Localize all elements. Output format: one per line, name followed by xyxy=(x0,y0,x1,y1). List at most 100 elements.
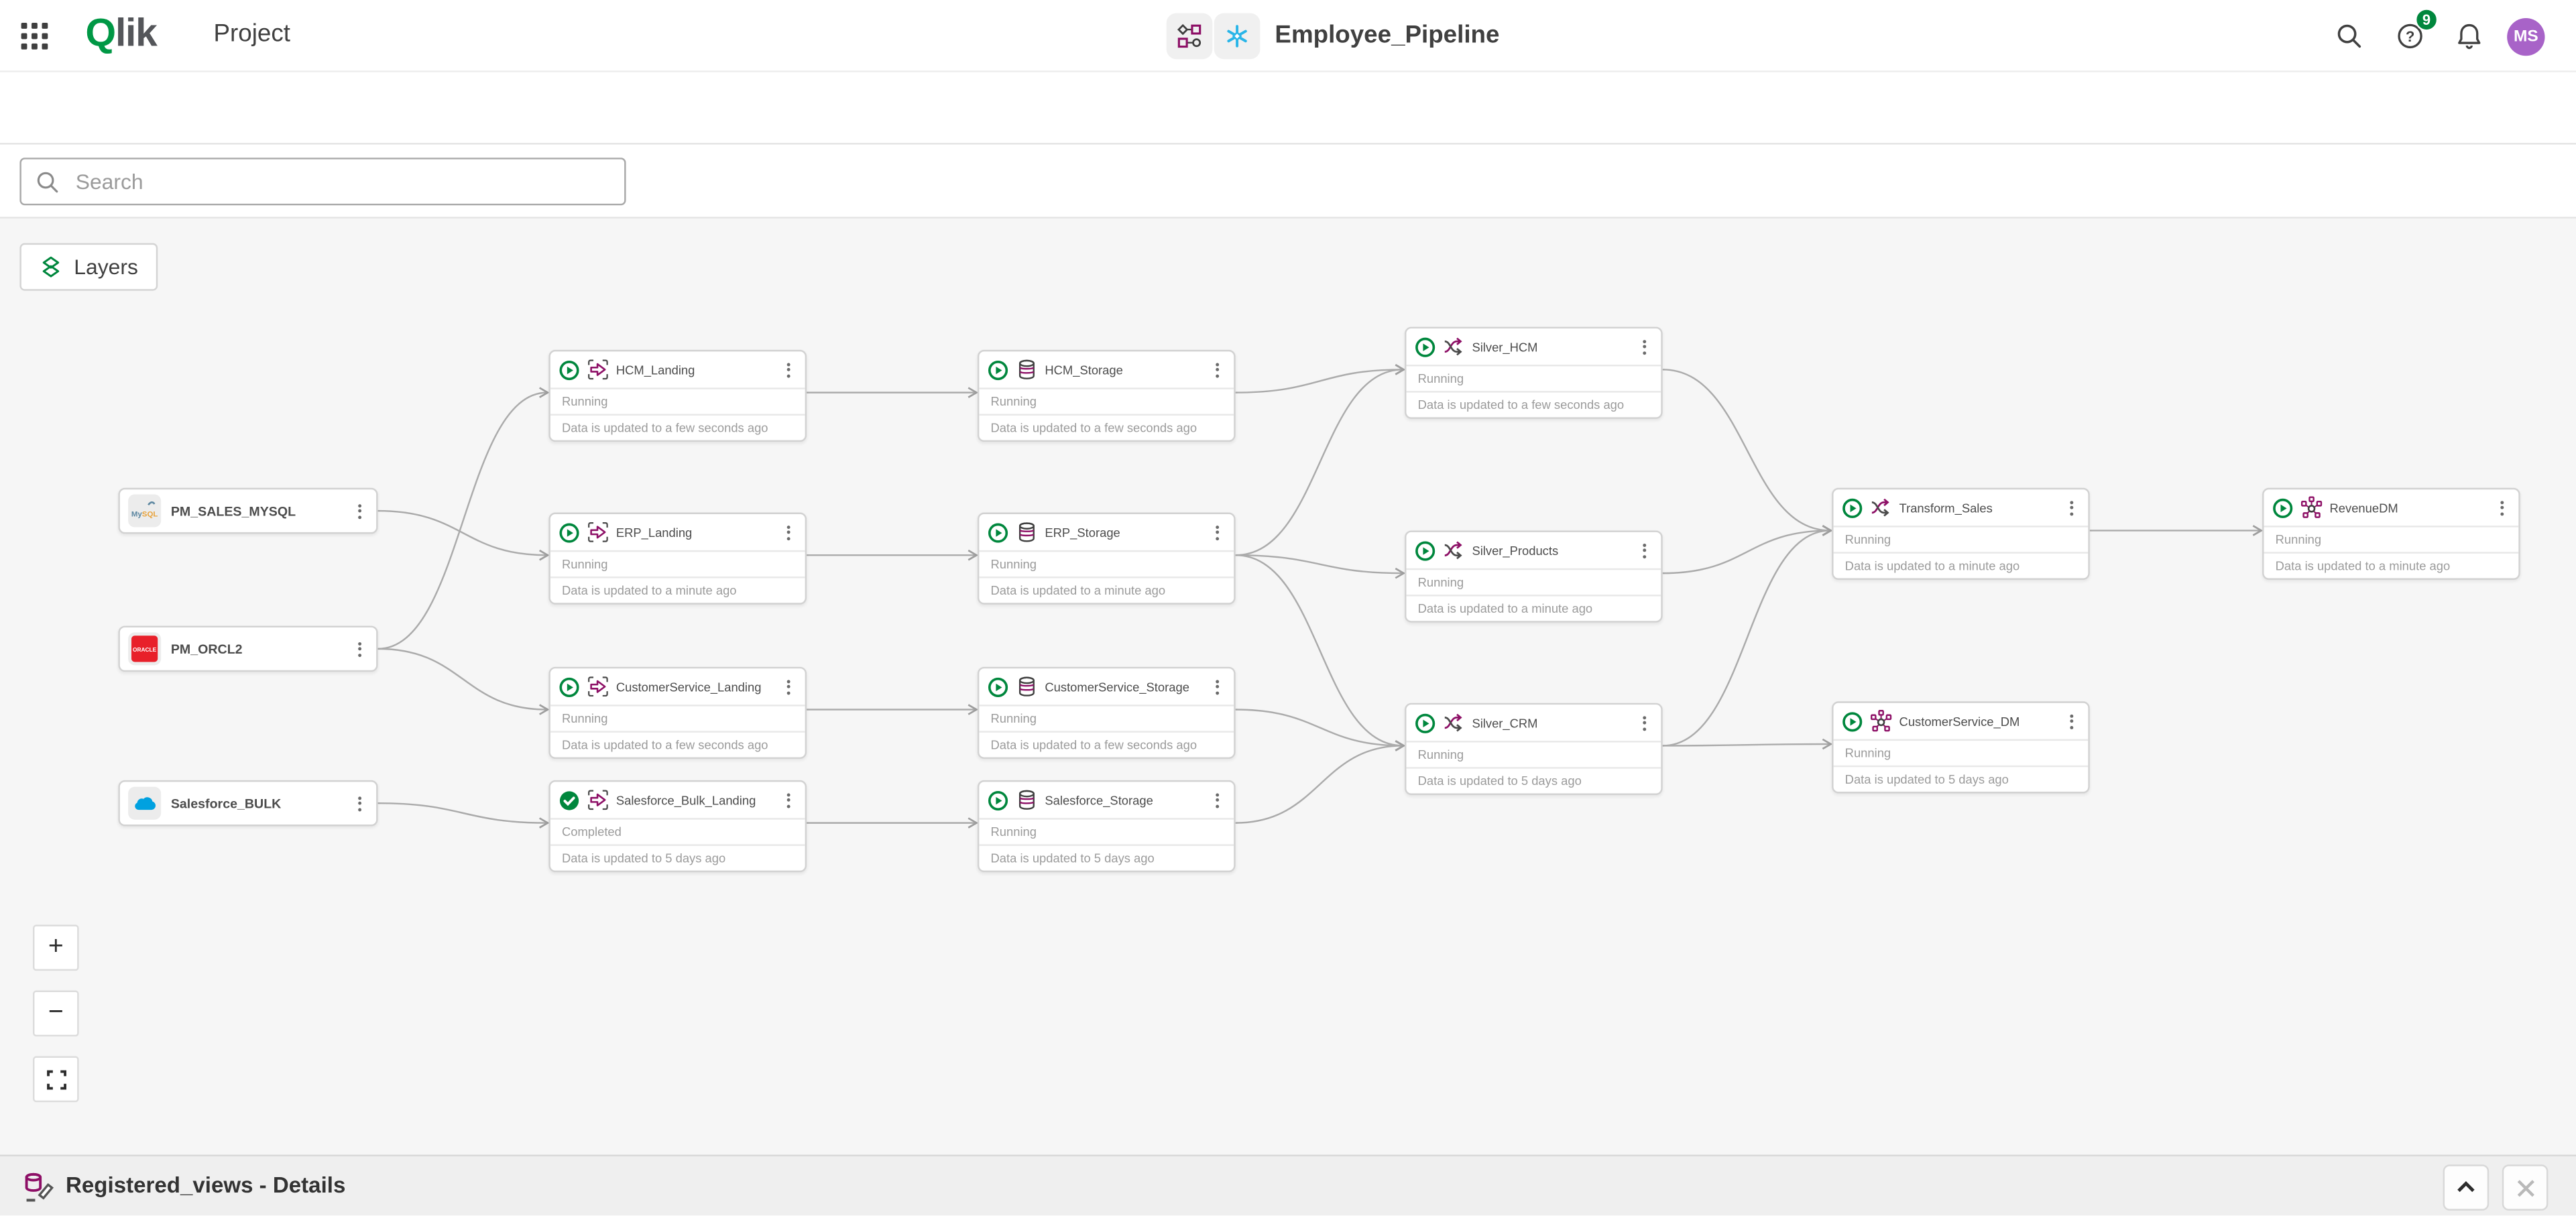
kebab-menu-icon[interactable] xyxy=(1636,335,1653,359)
layers-button[interactable]: Layers xyxy=(19,243,158,291)
mysql-icon: MySQL xyxy=(128,494,162,528)
node-label: HCM_Storage xyxy=(1045,362,1123,377)
node-status: Running xyxy=(1406,568,1661,595)
node-status: Running xyxy=(979,818,1234,844)
kebab-menu-icon[interactable] xyxy=(780,674,797,699)
chevron-up-icon xyxy=(2457,1180,2475,1193)
zoom-in-button[interactable]: + xyxy=(33,924,79,971)
node-updated: Data is updated to 5 days ago xyxy=(979,844,1234,870)
node-updated: Data is updated to a few seconds ago xyxy=(550,414,805,440)
running-status-icon xyxy=(1415,540,1436,561)
node-status: Running xyxy=(550,387,805,414)
close-panel-button[interactable] xyxy=(2502,1164,2549,1211)
fullscreen-button[interactable] xyxy=(33,1056,79,1103)
help-icon[interactable]: ? xyxy=(2396,21,2425,59)
running-status-icon xyxy=(2272,497,2294,518)
transform-icon xyxy=(1442,711,1465,734)
node-status: Completed xyxy=(550,818,805,844)
node-status: Running xyxy=(979,387,1234,414)
kebab-menu-icon[interactable] xyxy=(1636,711,1653,735)
search-icon[interactable] xyxy=(2335,21,2364,59)
node-status: Running xyxy=(550,705,805,731)
qlik-logo[interactable]: Qlik xyxy=(85,11,157,56)
expand-panel-button[interactable] xyxy=(2443,1164,2490,1211)
node-updated: Data is updated to 5 days ago xyxy=(550,844,805,870)
node-updated: Data is updated to a few seconds ago xyxy=(979,731,1234,757)
search-input[interactable] xyxy=(72,167,611,196)
datamart-icon xyxy=(2300,496,2323,519)
kebab-menu-icon[interactable] xyxy=(2494,495,2511,520)
node-label: PM_ORCL2 xyxy=(170,641,243,656)
node-label: CustomerService_Landing xyxy=(616,679,762,694)
landing-icon xyxy=(587,358,609,381)
node-updated: Data is updated to a few seconds ago xyxy=(550,731,805,757)
node-label: HCM_Landing xyxy=(616,362,695,377)
node-label: Silver_CRM xyxy=(1472,715,1538,731)
node-updated: Data is updated to a minute ago xyxy=(1406,595,1661,621)
zoom-out-button[interactable]: − xyxy=(33,990,79,1037)
node-status: Running xyxy=(1406,741,1661,767)
avatar[interactable]: MS xyxy=(2507,17,2545,56)
node-updated: Data is updated to a few seconds ago xyxy=(979,414,1234,440)
running-status-icon xyxy=(988,522,1009,543)
kebab-menu-icon[interactable] xyxy=(780,520,797,545)
node-status: Running xyxy=(2264,526,2519,552)
close-icon xyxy=(2516,1178,2534,1197)
node-salesforce_bulk[interactable]: Salesforce_BULK xyxy=(118,780,378,827)
node-label: Salesforce_BULK xyxy=(170,796,282,811)
search-row xyxy=(0,144,2576,219)
running-status-icon xyxy=(988,359,1009,380)
kebab-menu-icon[interactable] xyxy=(1209,674,1226,699)
storage-icon xyxy=(1015,521,1038,544)
kebab-menu-icon[interactable] xyxy=(1209,788,1226,812)
edge-salesforce_bulk-to-salesforce_bulk_landing xyxy=(377,802,550,829)
node-pm_orcl2[interactable]: ORACLE PM_ORCL2 xyxy=(118,625,378,672)
registered-views-icon xyxy=(21,1170,56,1213)
bell-icon[interactable] xyxy=(2455,21,2484,59)
node-status: Running xyxy=(979,550,1234,576)
edge-erp_storage-to-silver_products xyxy=(1235,554,1406,579)
kebab-menu-icon[interactable] xyxy=(780,788,797,812)
kebab-menu-icon[interactable] xyxy=(2064,495,2081,520)
edge-salesforce_storage-to-silver_crm xyxy=(1235,740,1406,824)
node-label: RevenueDM xyxy=(2329,500,2398,515)
kebab-menu-icon[interactable] xyxy=(2064,709,2081,733)
node-label: Salesforce_Storage xyxy=(1045,792,1153,808)
storage-icon xyxy=(1015,675,1038,698)
running-status-icon xyxy=(1842,711,1863,732)
kebab-menu-icon[interactable] xyxy=(351,791,368,816)
layers-icon xyxy=(42,256,60,278)
storage-icon xyxy=(1015,788,1038,811)
kebab-menu-icon[interactable] xyxy=(351,499,368,524)
kebab-menu-icon[interactable] xyxy=(1636,538,1653,562)
edge-silver_crm-to-customerservice_dm xyxy=(1662,738,1833,750)
running-status-icon xyxy=(559,676,580,697)
landing-icon xyxy=(587,675,609,698)
node-updated: Data is updated to 5 days ago xyxy=(1406,767,1661,793)
pipeline-icon xyxy=(1166,13,1213,60)
svg-text:ORACLE: ORACLE xyxy=(133,646,157,653)
kebab-menu-icon[interactable] xyxy=(351,636,368,661)
app-grid-icon[interactable] xyxy=(19,21,49,59)
kebab-menu-icon[interactable] xyxy=(780,357,797,382)
kebab-menu-icon[interactable] xyxy=(1209,357,1226,382)
edge-pm_orcl2-to-hcm_landing xyxy=(377,387,550,650)
kebab-menu-icon[interactable] xyxy=(1209,520,1226,545)
node-label: ERP_Storage xyxy=(1045,524,1120,540)
